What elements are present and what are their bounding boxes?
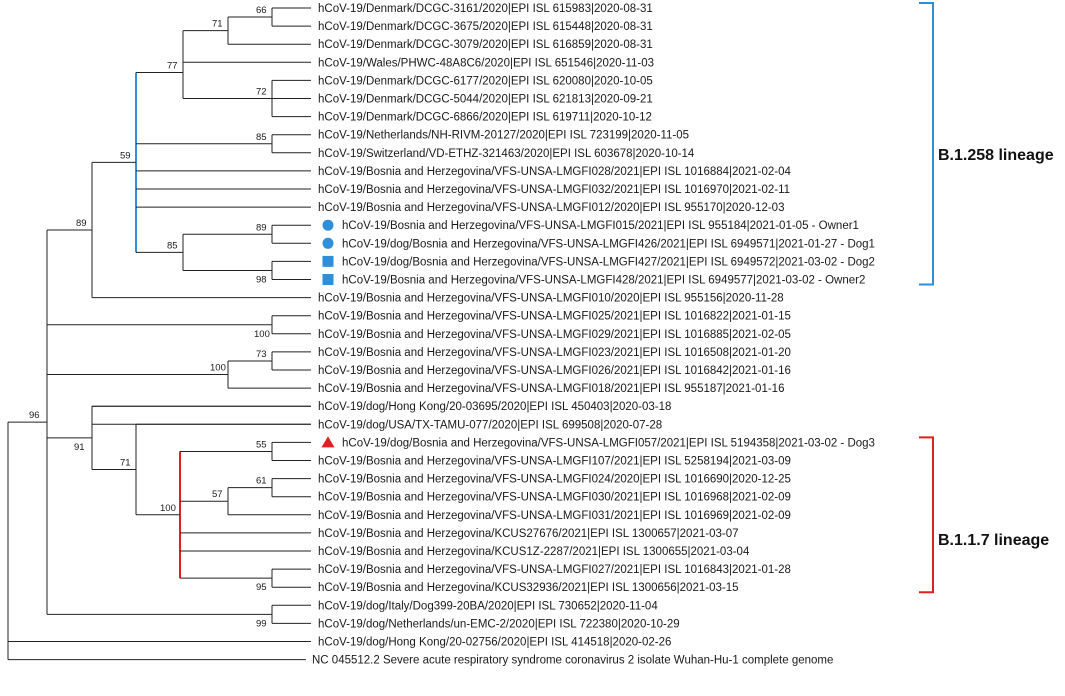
lineage-bracket (919, 436, 934, 594)
bootstrap-value: 89 (76, 218, 87, 229)
leaf-label: hCoV-19/Bosnia and Herzegovina/VFS-UNSA-… (318, 202, 784, 214)
bootstrap-value: 57 (212, 489, 223, 500)
leaf-label: hCoV-19/dog/Netherlands/un-EMC-2/2020|EP… (318, 618, 680, 630)
leaf-label: hCoV-19/dog/Hong Kong/20-02756/2020|EPI … (318, 637, 671, 649)
leaf-label: hCoV-19/Denmark/DCGC-3079/2020|EPI ISL 6… (318, 39, 653, 51)
lineage-label: B.1.1.7 lineage (938, 532, 1049, 549)
leaf-label: hCoV-19/Denmark/DCGC-3161/2020|EPI ISL 6… (318, 3, 653, 15)
bootstrap-value: 66 (256, 5, 267, 16)
leaf-label: hCoV-19/Bosnia and Herzegovina/VFS-UNSA-… (318, 564, 791, 576)
circle-marker-icon (322, 219, 334, 231)
leaf-label: hCoV-19/Denmark/DCGC-6177/2020|EPI ISL 6… (318, 75, 653, 87)
leaf-label: hCoV-19/Bosnia and Herzegovina/VFS-UNSA-… (318, 492, 791, 504)
leaf-label: hCoV-19/Netherlands/NH-RIVM-20127/2020|E… (318, 130, 689, 142)
leaf-label: hCoV-19/Bosnia and Herzegovina/VFS-UNSA-… (318, 184, 790, 196)
leaf-label: hCoV-19/Denmark/DCGC-5044/2020|EPI ISL 6… (318, 94, 653, 106)
bootstrap-value: 59 (120, 150, 131, 161)
leaf-label: hCoV-19/Bosnia and Herzegovina/VFS-UNSA-… (342, 275, 865, 287)
square-marker-icon (322, 255, 334, 267)
leaf-label: hCoV-19/dog/Bosnia and Herzegovina/VFS-U… (342, 238, 875, 250)
lineage-label: B.1.258 lineage (938, 147, 1054, 164)
leaf-label: hCoV-19/Denmark/DCGC-3675/2020|EPI ISL 6… (318, 21, 653, 33)
bootstrap-value: 91 (74, 442, 85, 453)
leaf-label: hCoV-19/Bosnia and Herzegovina/VFS-UNSA-… (318, 474, 791, 486)
tree-branches (7, 7, 311, 661)
leaf-label: hCoV-19/Bosnia and Herzegovina/VFS-UNSA-… (318, 329, 791, 341)
leaf-label: hCoV-19/Bosnia and Herzegovina/KCUS1Z-22… (318, 546, 750, 558)
leaf-label: hCoV-19/Denmark/DCGC-6866/2020|EPI ISL 6… (318, 112, 652, 124)
leaf-label: hCoV-19/Bosnia and Herzegovina/VFS-UNSA-… (318, 166, 791, 178)
bootstrap-value: 99 (256, 618, 267, 629)
leaf-label: hCoV-19/Bosnia and Herzegovina/KCUS27676… (318, 528, 739, 540)
bootstrap-value: 55 (256, 439, 267, 450)
leaf-label: hCoV-19/Bosnia and Herzegovina/KCUS32936… (318, 582, 739, 594)
leaf-label: hCoV-19/dog/Hong Kong/20-03695/2020|EPI … (318, 401, 671, 413)
triangle-marker-icon (321, 436, 335, 448)
bootstrap-value: 71 (120, 458, 131, 469)
bootstrap-value: 85 (167, 240, 178, 251)
leaf-label: hCoV-19/Bosnia and Herzegovina/VFS-UNSA-… (318, 365, 791, 377)
leaf-label: hCoV-19/Bosnia and Herzegovina/VFS-UNSA-… (318, 456, 791, 468)
bootstrap-value: 100 (210, 363, 226, 374)
bootstrap-value: 71 (212, 19, 223, 30)
leaf-label: hCoV-19/dog/Bosnia and Herzegovina/VFS-U… (342, 437, 875, 449)
leaf-label: hCoV-19/Bosnia and Herzegovina/VFS-UNSA-… (318, 293, 784, 305)
leaf-label: hCoV-19/Switzerland/VD-ETHZ-321463/2020|… (318, 148, 695, 160)
leaf-label: hCoV-19/Wales/PHWC-48A8C6/2020|EPI ISL 6… (318, 57, 654, 69)
leaf-label: hCoV-19/Bosnia and Herzegovina/VFS-UNSA-… (318, 347, 791, 359)
leaf-label: hCoV-19/Bosnia and Herzegovina/VFS-UNSA-… (342, 220, 859, 232)
bootstrap-value: 98 (256, 274, 267, 285)
bootstrap-value: 72 (256, 87, 267, 98)
bootstrap-value: 77 (167, 60, 178, 71)
leaf-label: hCoV-19/Bosnia and Herzegovina/VFS-UNSA-… (318, 510, 791, 522)
lineage-bracket (919, 2, 934, 286)
circle-marker-icon (322, 237, 334, 249)
leaf-label: hCoV-19/dog/Bosnia and Herzegovina/VFS-U… (342, 256, 875, 268)
leaf-labels: hCoV-19/Denmark/DCGC-3161/2020|EPI ISL 6… (312, 3, 875, 667)
bootstrap-value: 73 (256, 349, 267, 360)
bootstrap-value: 89 (256, 222, 267, 233)
leaf-label: hCoV-19/Bosnia and Herzegovina/VFS-UNSA-… (318, 311, 791, 323)
leaf-label: hCoV-19/dog/USA/TX-TAMU-077/2020|EPI ISL… (318, 419, 662, 431)
bootstrap-value: 61 (256, 476, 267, 487)
bootstrap-value: 96 (29, 410, 40, 421)
bootstrap-value: 100 (254, 329, 270, 340)
leaf-label: NC 045512.2 Severe acute respiratory syn… (312, 655, 833, 667)
bootstrap-value: 85 (256, 132, 267, 143)
leaf-markers (321, 219, 335, 448)
square-marker-icon (322, 274, 334, 285)
leaf-label: hCoV-19/dog/Italy/Dog399-20BA/2020|EPI I… (318, 600, 658, 612)
bootstrap-value: 95 (256, 582, 267, 593)
bootstrap-labels: 66 71 72 77 85 89 98 85 59 89 100 73 100 55 61 57 95 100 7… (29, 5, 270, 629)
leaf-label: hCoV-19/Bosnia and Herzegovina/VFS-UNSA-… (318, 383, 784, 395)
bootstrap-value: 100 (160, 503, 176, 514)
